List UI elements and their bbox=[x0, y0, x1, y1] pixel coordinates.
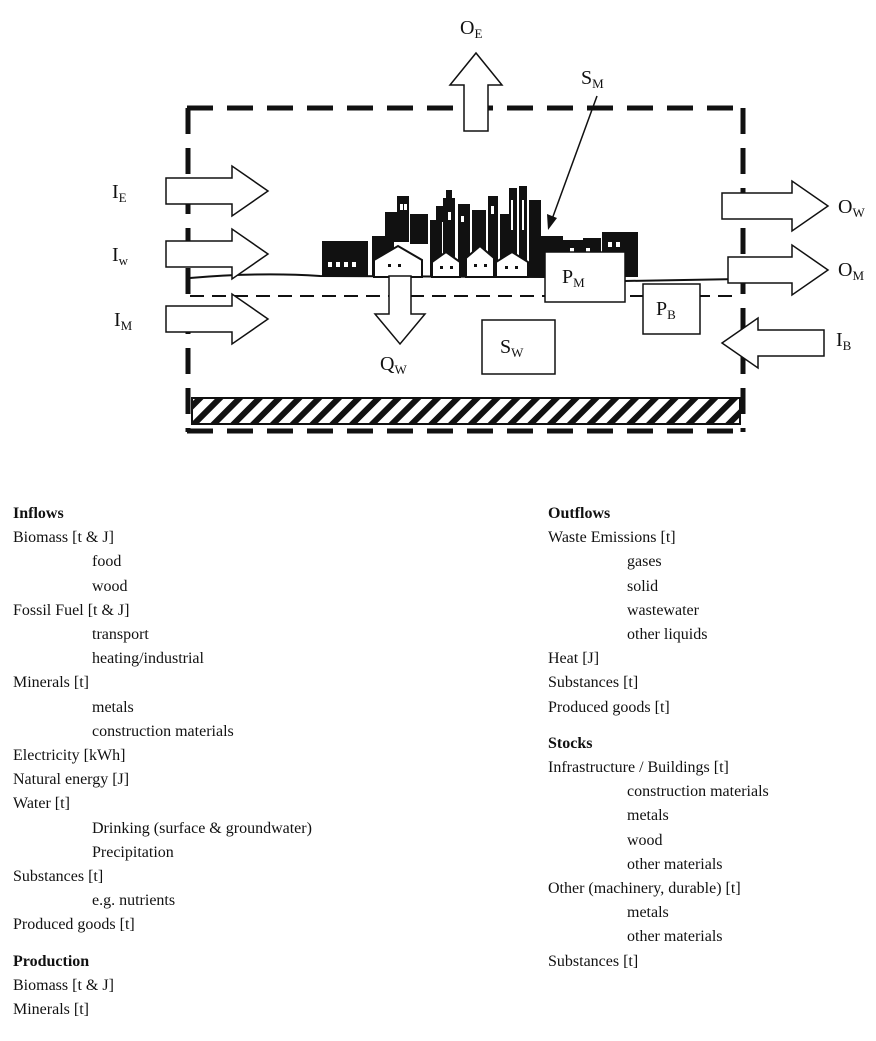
outflows-subitem: other liquids bbox=[548, 623, 769, 647]
outflows-item: Substances [t] bbox=[548, 671, 769, 695]
label-sm: SM bbox=[581, 67, 604, 91]
stocks-subitem: metals bbox=[548, 804, 769, 828]
inflows-item: Minerals [t] bbox=[13, 671, 312, 695]
production-item: Minerals [t] bbox=[13, 998, 312, 1022]
arrow-ow bbox=[722, 181, 828, 231]
section-gap bbox=[13, 938, 312, 950]
label-ib: IB bbox=[836, 329, 852, 353]
outflows-subitem: gases bbox=[548, 550, 769, 574]
outflows-item: Produced goods [t] bbox=[548, 696, 769, 720]
inflows-subitem: food bbox=[13, 550, 312, 574]
inflows-item: Natural energy [J] bbox=[13, 768, 312, 792]
arrow-iw bbox=[166, 229, 268, 279]
box-pm bbox=[545, 252, 625, 302]
label-iw: Iw bbox=[112, 244, 129, 268]
stocks-subitem: other materials bbox=[548, 853, 769, 877]
stocks-subitem: wood bbox=[548, 829, 769, 853]
outflows-subitem: wastewater bbox=[548, 599, 769, 623]
production-item: Biomass [t & J] bbox=[13, 974, 312, 998]
label-im: IM bbox=[114, 309, 133, 333]
label-ie: IE bbox=[112, 181, 127, 205]
bedrock-band bbox=[192, 398, 740, 424]
inflows-subitem: heating/industrial bbox=[13, 647, 312, 671]
inflows-item: Water [t] bbox=[13, 792, 312, 816]
urban-metabolism-diagram: OE SM IE Iw IM OW OM IB QW SW PM PB bbox=[0, 0, 876, 450]
outflows-item: Waste Emissions [t] bbox=[548, 526, 769, 550]
outflows-item: Heat [J] bbox=[548, 647, 769, 671]
arrow-qw bbox=[375, 276, 425, 344]
stocks-item: Infrastructure / Buildings [t] bbox=[548, 756, 769, 780]
production-heading: Production bbox=[13, 950, 312, 974]
arrow-ie bbox=[166, 166, 268, 216]
outflows-subitem: solid bbox=[548, 575, 769, 599]
inflows-subitem: e.g. nutrients bbox=[13, 889, 312, 913]
inflows-item: Biomass [t & J] bbox=[13, 526, 312, 550]
stocks-subitem: other materials bbox=[548, 925, 769, 949]
inflows-subitem: Precipitation bbox=[13, 841, 312, 865]
inflows-item: Fossil Fuel [t & J] bbox=[13, 599, 312, 623]
stocks-subitem: metals bbox=[548, 901, 769, 925]
inflows-item: Electricity [kWh] bbox=[13, 744, 312, 768]
inflows-subitem: construction materials bbox=[13, 720, 312, 744]
arrow-oe bbox=[450, 53, 502, 131]
sm-pointer-line bbox=[551, 96, 597, 222]
inflows-subitem: metals bbox=[13, 696, 312, 720]
inflows-subitem: wood bbox=[13, 575, 312, 599]
arrow-ib bbox=[722, 318, 824, 368]
inflows-subitem: transport bbox=[13, 623, 312, 647]
outflows-heading: Outflows bbox=[548, 502, 769, 526]
label-qw: QW bbox=[380, 353, 407, 377]
sm-pointer-head bbox=[547, 214, 557, 230]
inflows-subitem: Drinking (surface & groundwater) bbox=[13, 817, 312, 841]
section-gap bbox=[548, 720, 769, 732]
label-om: OM bbox=[838, 259, 864, 283]
stocks-item: Other (machinery, durable) [t] bbox=[548, 877, 769, 901]
inflows-heading: Inflows bbox=[13, 502, 312, 526]
stocks-subitem: construction materials bbox=[548, 780, 769, 804]
stocks-heading: Stocks bbox=[548, 732, 769, 756]
label-ow: OW bbox=[838, 196, 865, 220]
arrow-im bbox=[166, 294, 268, 344]
label-oe: OE bbox=[460, 17, 482, 41]
inflows-item: Produced goods [t] bbox=[13, 913, 312, 937]
inflows-item: Substances [t] bbox=[13, 865, 312, 889]
stocks-item: Substances [t] bbox=[548, 950, 769, 974]
